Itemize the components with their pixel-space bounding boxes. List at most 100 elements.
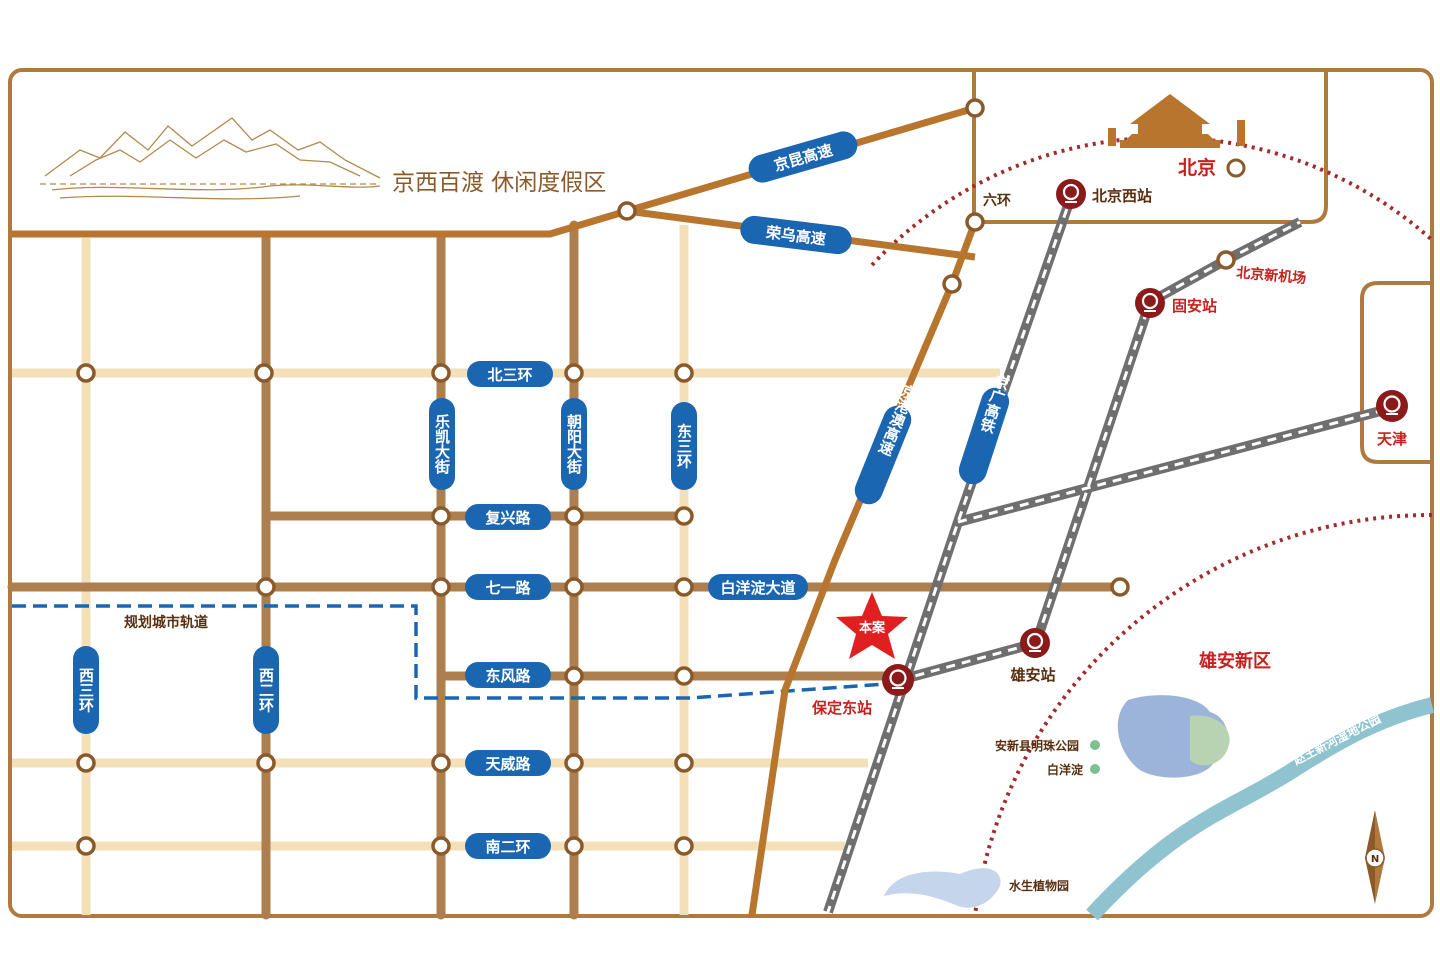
xiongan-station-label: 雄安站 (1009, 666, 1055, 684)
junction-node-icon[interactable] (564, 753, 584, 773)
junction-node-icon[interactable] (254, 363, 274, 383)
railway-station-icon (1141, 292, 1159, 310)
station-baoding-east[interactable] (882, 664, 914, 696)
mountain-sketch-icon (40, 117, 381, 200)
highway-pill-rongwu[interactable]: 荣乌高速 (739, 214, 854, 255)
beijing-west-label: 北京西站 (1092, 187, 1152, 205)
junction-node-icon[interactable] (431, 506, 451, 526)
road-pill-xi-er-huan[interactable]: 西二环 (253, 646, 279, 734)
road-label: 南二环 (485, 838, 530, 856)
junction-node-icon[interactable] (76, 836, 96, 856)
road-pill-tianwei-lu[interactable]: 天威路 (465, 750, 551, 776)
road-label: 西二环 (257, 668, 275, 714)
beijing-box (972, 72, 1328, 224)
junction-node-icon[interactable] (674, 836, 694, 856)
junction-node-icon[interactable] (674, 577, 694, 597)
highway-pill-jingguang-rail[interactable]: 京广高铁 (955, 370, 1017, 488)
junction-node-icon[interactable] (674, 363, 694, 383)
junction-node-icon[interactable] (564, 577, 584, 597)
beijing-node[interactable] (1226, 158, 1246, 178)
guan-label: 固安站 (1172, 297, 1217, 315)
railway-station-icon (1383, 395, 1401, 413)
junction-node-icon[interactable] (564, 666, 584, 686)
xiongan-area-label: 雄安新区 (1198, 650, 1271, 672)
junction-node-icon[interactable] (617, 201, 637, 221)
junction-node-icon[interactable] (431, 577, 451, 597)
junction-node-icon[interactable] (76, 363, 96, 383)
junction-node-icon[interactable] (942, 274, 962, 294)
junction-nodes (76, 98, 1236, 856)
mingzhu-park-dot[interactable] (1090, 740, 1100, 750)
station-tianjin[interactable] (1376, 390, 1408, 422)
road-label: 乐凯大街 (433, 413, 451, 475)
tianjin-box (1360, 281, 1430, 464)
junction-node-icon[interactable] (965, 212, 985, 232)
road-pill-baiyangdian-dadao[interactable]: 白洋淀大道 (708, 574, 808, 600)
junction-node-icon[interactable] (1216, 250, 1236, 270)
metro-label: 规划城市轨道 (124, 614, 208, 631)
road-pill-lekai-dajie[interactable]: 乐凯大街 (429, 398, 455, 490)
baiyangdian-dot[interactable] (1090, 764, 1100, 774)
resort-label: 京西百渡 休闲度假区 (392, 170, 606, 196)
junction-node-icon[interactable] (564, 836, 584, 856)
junction-node-icon[interactable] (1110, 577, 1130, 597)
aquatic-lake (884, 868, 1001, 908)
junction-node-icon[interactable] (965, 98, 985, 118)
road-pill-qiyi-lu[interactable]: 七一路 (465, 574, 551, 600)
junction-node-icon[interactable] (431, 753, 451, 773)
road-label: 北三环 (487, 366, 532, 384)
railways (823, 192, 1394, 914)
junction-node-icon[interactable] (76, 753, 96, 773)
svg-text:N: N (1371, 854, 1379, 865)
road-pill-chaoyang-dajie[interactable]: 朝阳大街 (561, 398, 587, 490)
junction-node-icon[interactable] (564, 363, 584, 383)
junction-node-icon[interactable] (674, 506, 694, 526)
beijing-label: 北京 (1178, 156, 1216, 179)
road-pill-bei-san-huan[interactable]: 北三环 (467, 361, 553, 387)
highway-pill-jinggangao[interactable]: 京港澳高速 (851, 379, 925, 508)
station-beijing-west[interactable] (1056, 179, 1086, 209)
light-roads (12, 225, 1000, 915)
road-label: 白洋淀大道 (720, 579, 795, 597)
railway-station-icon (1026, 632, 1044, 650)
road-pill-xi-san-huan[interactable]: 西三环 (73, 646, 99, 734)
aquatic-garden-label: 水生植物园 (1009, 878, 1069, 893)
road-label: 朝阳大街 (565, 414, 583, 475)
map-frame (8, 68, 1434, 918)
baiyangdian-lake (1117, 695, 1230, 778)
baoding-east-label: 保定东站 (811, 699, 872, 717)
road-pill-dongfeng-lu[interactable]: 东风路 (465, 662, 551, 688)
beijing-radius-arc (870, 135, 1434, 267)
road-label: 东风路 (485, 667, 531, 685)
junction-node-icon[interactable] (256, 577, 276, 597)
project-marker[interactable]: 本案 (836, 592, 908, 659)
junction-node-icon[interactable] (431, 836, 451, 856)
road-label: 复兴路 (484, 509, 531, 527)
junction-node-icon[interactable] (256, 753, 276, 773)
junction-node-icon[interactable] (564, 506, 584, 526)
junction-node-icon[interactable] (674, 666, 694, 686)
compass-icon: N (1365, 810, 1385, 904)
radius-circles (870, 135, 1434, 916)
zhaowang-river (1086, 697, 1434, 921)
road-pill-dong-san-huan[interactable]: 东三环 (671, 402, 697, 490)
road-label: 天威路 (485, 755, 531, 773)
junction-node-icon[interactable] (674, 753, 694, 773)
new-airport-label: 北京新机场 (1236, 264, 1307, 287)
red-star-icon (836, 592, 908, 659)
tianjin-label: 天津 (1377, 430, 1407, 448)
metro-line (12, 604, 886, 700)
highway-pill-jingkun[interactable]: 京昆高速 (745, 128, 860, 186)
station-guan[interactable] (1135, 288, 1165, 318)
brown-roads (7, 220, 1125, 920)
junction-node-icon[interactable] (431, 363, 451, 383)
station-xiongan[interactable] (1020, 628, 1050, 658)
railway-station-icon (1062, 183, 1080, 201)
road-pill-fuxing-lu[interactable]: 复兴路 (465, 504, 551, 530)
road-label: 七一路 (485, 579, 531, 597)
sixth-ring-label: 六环 (983, 192, 1011, 209)
project-label: 本案 (859, 620, 886, 636)
road-label: 东三环 (675, 423, 693, 470)
road-pill-nan-er-huan[interactable]: 南二环 (465, 833, 551, 859)
